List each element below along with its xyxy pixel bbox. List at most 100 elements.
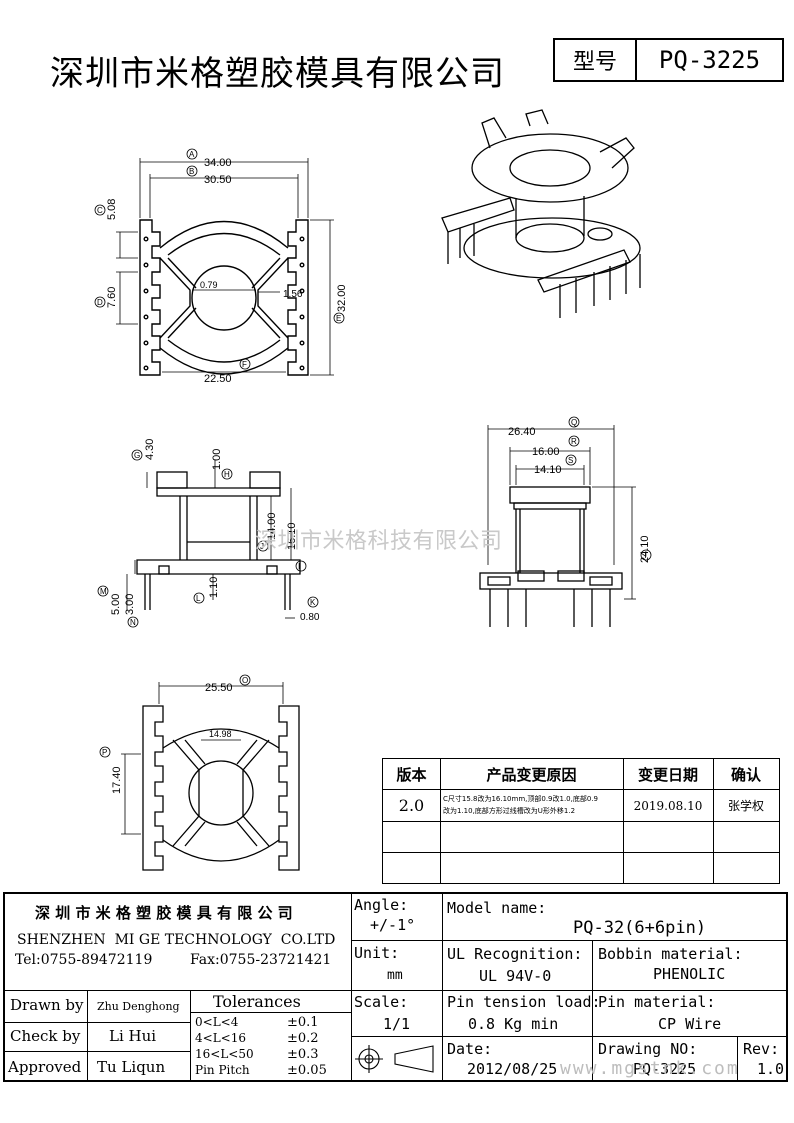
tb-tol-value-2: ±0.3 xyxy=(287,1047,319,1062)
bottom-view-drawing: 25.50 O 14.98 P 17.40 xyxy=(99,674,300,871)
tb-scale-label: Scale: xyxy=(354,993,409,1011)
callout-K: K xyxy=(310,598,316,607)
top-view-drawing: A 34.00 B 30.50 C 5.08 D 7.60 E 32.00 F … xyxy=(94,148,348,385)
dim-a-text: 34.00 xyxy=(204,157,232,169)
dim-top-inner-text: 0.79 xyxy=(200,280,218,290)
rev-row-confirm: 张学权 xyxy=(727,799,764,813)
tb-drawn-by-label: Drawn by xyxy=(10,996,84,1014)
front-view-drawing: 26.40 Q 16.00 R 14.10 S T 24.10 xyxy=(479,416,652,627)
callout-O: O xyxy=(242,676,248,685)
tb-drawing-no-label: Drawing NO: xyxy=(598,1040,698,1058)
callout-Q: Q xyxy=(571,418,577,427)
callout-J: J xyxy=(260,542,264,551)
tb-approved-label: Approved xyxy=(8,1058,82,1076)
tb-company-en: SHENZHEN MI GE TECHNOLOGY CO.LTD xyxy=(17,932,336,948)
callout-I: I xyxy=(298,562,300,571)
tb-check-by-label: Check by xyxy=(10,1027,81,1045)
dim-t-text: 24.10 xyxy=(639,535,651,563)
tb-company-cn: 深 圳 市 米 格 塑 胶 模 具 有 限 公 司 xyxy=(35,904,293,922)
tb-model-name-value: PQ-32(6+6pin) xyxy=(573,918,707,938)
callout-A: A xyxy=(189,150,195,159)
tb-tol-range-0: 0<L<4 xyxy=(195,1015,239,1029)
dim-n-text: 3.00 xyxy=(124,594,136,615)
callout-T: T xyxy=(643,551,648,560)
tb-bobbin-value: PHENOLIC xyxy=(653,965,726,983)
dim-j-text: 14.00 xyxy=(266,512,278,540)
tb-rev-label: Rev: xyxy=(743,1040,780,1058)
callout-B: B xyxy=(189,167,194,176)
dim-k-text: 0.80 xyxy=(300,612,320,623)
callout-P: P xyxy=(102,748,107,757)
callout-H: H xyxy=(224,470,230,479)
dim-c-text: 5.08 xyxy=(106,199,118,220)
dim-h-text: 1.00 xyxy=(211,449,223,470)
tb-model-name-label: Model name: xyxy=(447,899,547,917)
dim-b-text: 30.50 xyxy=(204,174,232,186)
tb-tol-value-0: ±0.1 xyxy=(287,1015,319,1030)
tb-unit-value: mm xyxy=(387,968,403,983)
tb-angle-label: Angle: xyxy=(354,896,409,914)
isometric-view-drawing xyxy=(441,109,641,318)
dim-top-side-text: 1.56 xyxy=(283,289,303,300)
rev-header-reason: 产品变更原因 xyxy=(486,765,577,784)
tb-date-label: Date: xyxy=(447,1040,493,1058)
dim-e-text: 32.00 xyxy=(336,284,348,312)
rev-row-version: 2.0 xyxy=(398,796,425,815)
revision-table: 版本 产品变更原因 变更日期 确认 2.0 C尺寸15.8改为16.10mm,顶… xyxy=(382,758,780,884)
site-watermark: www.mgstnk.com xyxy=(560,1058,740,1079)
projection-symbol-icon xyxy=(355,1045,434,1073)
tb-pin-tension-value: 0.8 Kg min xyxy=(468,1015,559,1033)
model-header-box: 型号 PQ-3225 xyxy=(553,38,784,82)
tb-ul-value: UL 94V-0 xyxy=(479,967,552,985)
dim-f-text: 22.50 xyxy=(204,373,232,385)
dim-p-text: 17.40 xyxy=(111,766,123,794)
tb-date-value: 2012/08/25 xyxy=(467,1060,558,1078)
model-label: 型号 xyxy=(555,40,637,80)
dim-bottom-inner-text: 14.98 xyxy=(209,729,232,739)
tb-rev-value: 1.0 xyxy=(757,1060,785,1078)
callout-F: F xyxy=(242,360,247,369)
tb-pin-material-label: Pin material: xyxy=(598,993,716,1011)
watermark-text: 深圳市米格科技有限公司 xyxy=(255,529,503,554)
rev-row-date: 2019.08.10 xyxy=(633,798,703,813)
tb-drawing-no-value: PQ-3225 xyxy=(633,1060,697,1078)
rev-row-reason-line2: 改为1.10,底部方形过线槽改为U形外移1.2 xyxy=(443,807,576,815)
callout-R: R xyxy=(571,437,577,446)
rev-header-confirm: 确认 xyxy=(730,765,761,784)
tb-scale-value: 1/1 xyxy=(383,1015,411,1033)
dim-g-text: 4.30 xyxy=(144,439,156,460)
side-view-drawing: G 4.30 H 1.00 I 16.10 J 14.00 K 0.80 L 1… xyxy=(97,439,320,628)
callout-S: S xyxy=(568,456,573,465)
dim-q-text: 26.40 xyxy=(508,426,536,438)
tb-tol-range-3: Pin Pitch xyxy=(195,1063,250,1077)
callout-E: E xyxy=(336,314,341,323)
dim-i-text: 16.10 xyxy=(286,522,298,550)
tb-ul-label: UL Recognition: xyxy=(447,945,583,963)
tb-check-by-value: Li Hui xyxy=(109,1027,157,1045)
rev-header-version: 版本 xyxy=(396,765,427,784)
callout-M: M xyxy=(100,587,107,596)
tb-tol-range-1: 4<L<16 xyxy=(195,1031,246,1045)
tb-tel: Tel:0755-89472119 xyxy=(15,952,153,968)
tb-angle-value: +/-1° xyxy=(370,916,416,934)
tb-drawn-by-value: Zhu Denghong xyxy=(97,1000,180,1013)
dim-o-text: 25.50 xyxy=(205,682,233,694)
model-value: PQ-3225 xyxy=(658,46,761,74)
callout-L: L xyxy=(196,594,201,603)
rev-header-date: 变更日期 xyxy=(637,765,698,784)
tb-tol-value-3: ±0.05 xyxy=(287,1063,327,1078)
dim-d-text: 7.60 xyxy=(106,287,118,308)
tb-pin-material-value: CP Wire xyxy=(658,1015,722,1033)
rev-row-reason-line1: C尺寸15.8改为16.10mm,顶部0.9改1.0,底部0.9 xyxy=(443,795,598,803)
title-block: 深 圳 市 米 格 塑 胶 模 具 有 限 公 司 SHENZHEN MI GE… xyxy=(3,892,788,1082)
tb-fax: Fax:0755-23721421 xyxy=(190,952,332,968)
callout-G: G xyxy=(134,451,140,460)
tb-tol-range-2: 16<L<50 xyxy=(195,1047,254,1061)
callout-C: C xyxy=(97,206,103,215)
callout-N: N xyxy=(130,618,136,627)
dim-s-text: 14.10 xyxy=(534,464,562,476)
tb-approved-value: Tu Liqun xyxy=(97,1058,166,1076)
dim-m-text: 5.00 xyxy=(110,594,122,615)
tb-tol-value-1: ±0.2 xyxy=(287,1031,319,1046)
tb-bobbin-label: Bobbin material: xyxy=(598,945,743,963)
